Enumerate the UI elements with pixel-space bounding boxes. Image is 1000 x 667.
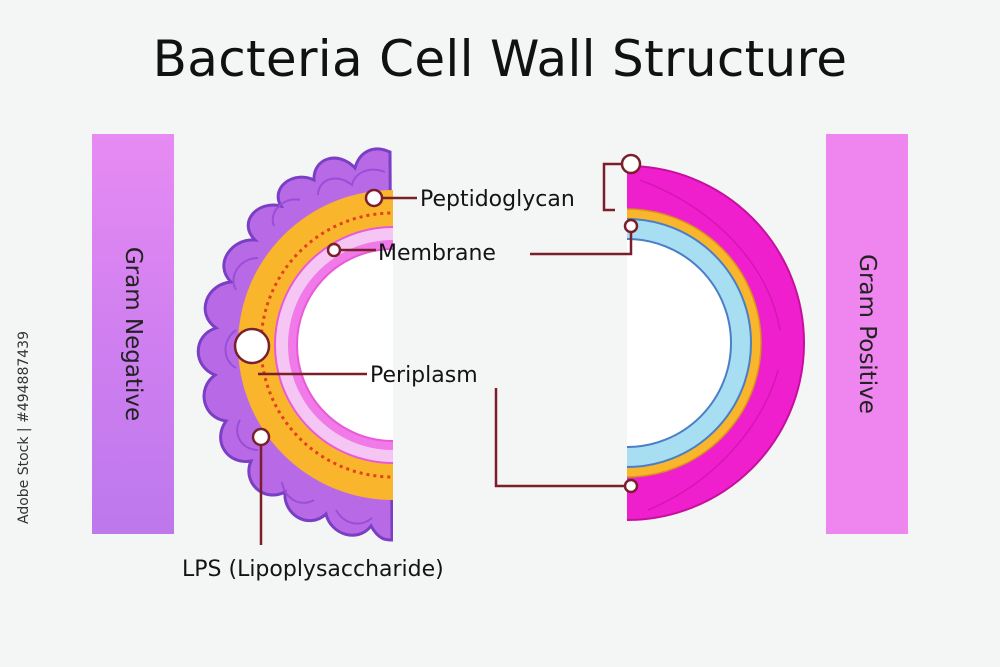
cytoplasm-negative — [296, 248, 393, 442]
marker-circles — [233, 153, 642, 494]
lps-inner-wave — [224, 168, 386, 525]
wall-texture — [639, 179, 781, 511]
periplasm-label: Periplasm — [370, 363, 478, 388]
peptidoglycan-leader-right — [602, 162, 631, 212]
cytoplasm-positive — [627, 238, 732, 448]
periplasm-marker-left — [233, 327, 271, 365]
membrane-marker-left — [326, 242, 342, 258]
peptidoglycan-marker-left — [364, 188, 384, 208]
lps-marker — [251, 427, 271, 447]
gram-negative-cell — [196, 147, 393, 542]
lps-label: LPS (Lipoplysaccharide) — [182, 557, 444, 582]
periplasm-marker-right — [623, 478, 639, 494]
gram-negative-panel: Gram Negative — [92, 134, 174, 534]
membrane-label: Membrane — [378, 241, 496, 266]
periplasm-leader-right — [494, 388, 631, 488]
gram-positive-panel: Gram Positive — [826, 134, 908, 534]
membrane-leader-right — [530, 226, 633, 256]
page-title: Bacteria Cell Wall Structure — [152, 30, 848, 88]
peptidoglycan-marker-right — [620, 153, 642, 175]
gram-positive-cell — [627, 165, 805, 521]
membrane-marker-right — [623, 218, 639, 234]
leader-lines — [258, 162, 633, 545]
peptidoglycan-label: Peptidoglycan — [420, 187, 575, 212]
